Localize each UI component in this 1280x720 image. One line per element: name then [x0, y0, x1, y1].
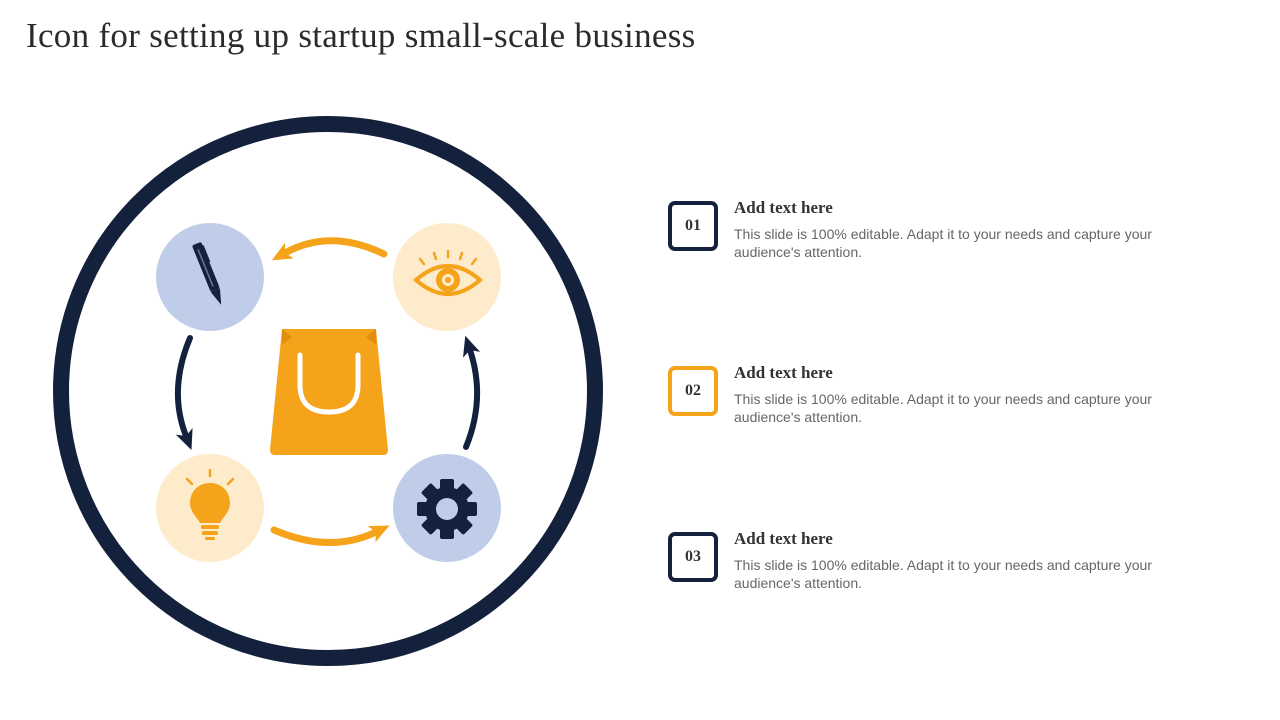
arrow-eye-to-pen [271, 237, 388, 261]
gear-icon [417, 479, 477, 539]
number-badge-01: 01 [668, 201, 718, 251]
item-text-02: This slide is 100% editable. Adapt it to… [734, 391, 1152, 425]
arrow-bulb-to-gear [270, 525, 390, 546]
pen-icon [192, 242, 222, 305]
page-title: Icon for setting up startup small-scale … [26, 16, 696, 55]
item-heading-03: Add text here [734, 529, 833, 548]
number-badge-03: 03 [668, 532, 718, 582]
item-heading-01: Add text here [734, 198, 833, 217]
outer-ring [53, 116, 603, 666]
shopping-bag-icon [270, 329, 388, 455]
arrow-pen-to-bulb [174, 335, 193, 450]
lightbulb-icon [185, 468, 235, 540]
list-item-02: 02 Add text here This slide is 100% edit… [668, 363, 1228, 426]
item-text-01: This slide is 100% editable. Adapt it to… [734, 226, 1152, 260]
number-badge-02: 02 [668, 366, 718, 416]
list-item-03: 03 Add text here This slide is 100% edit… [668, 529, 1228, 592]
eye-icon [412, 249, 484, 296]
item-heading-02: Add text here [734, 363, 833, 382]
list-item-01: 01 Add text here This slide is 100% edit… [668, 198, 1228, 261]
arrow-gear-to-eye [463, 335, 481, 450]
item-text-03: This slide is 100% editable. Adapt it to… [734, 557, 1152, 591]
